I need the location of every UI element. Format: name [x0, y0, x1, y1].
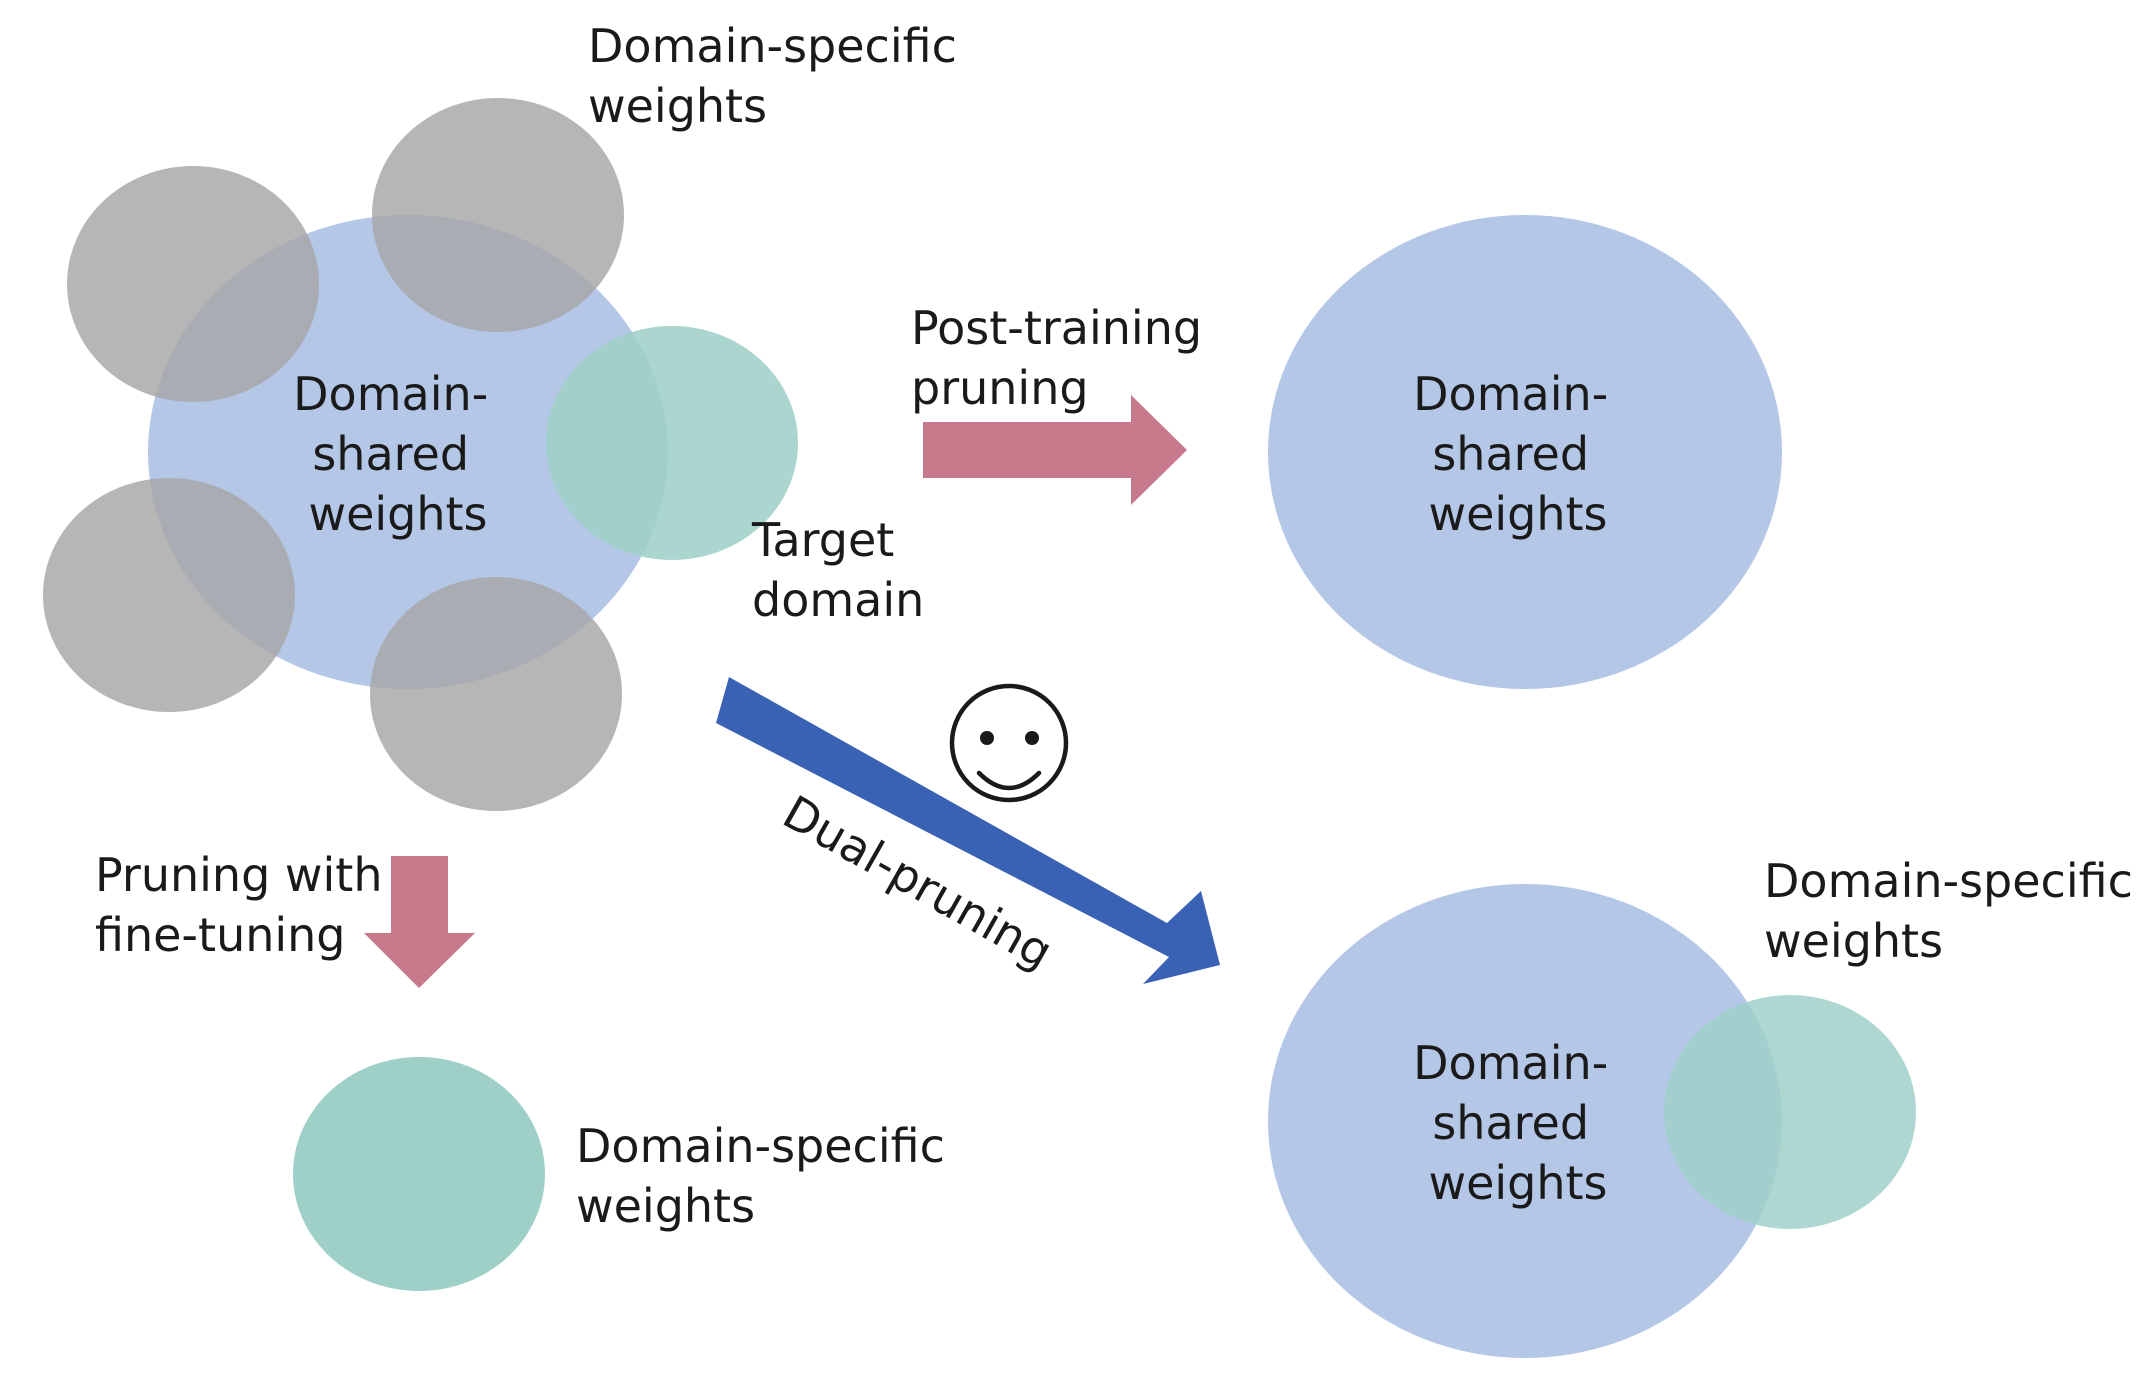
fine-tuning-specific-label: Domain-specific weights — [576, 1119, 960, 1233]
post-training-shared-label: Domain- shared weights — [1413, 367, 1623, 541]
target-domain-circle — [546, 326, 798, 560]
post-training-arrow — [923, 395, 1187, 505]
other-domain-circle-2 — [372, 98, 624, 332]
post-training-arrow-label: Post-training pruning — [911, 301, 1217, 415]
dual-specific-weights-circle — [1664, 995, 1916, 1229]
target-domain-label: Target domain — [751, 513, 924, 627]
dual-pruning-arrow — [716, 677, 1220, 984]
source-shared-label: Domain- shared weights — [293, 367, 503, 541]
post-training-branch: Post-training pruning Domain- shared wei… — [911, 215, 1782, 689]
fine-tuning-arrow — [364, 856, 475, 988]
smiley-face-icon — [949, 683, 1069, 803]
other-domain-circle-1 — [67, 166, 319, 402]
fine-tuning-arrow-label: Pruning with fine-tuning — [95, 848, 397, 962]
dual-shared-weights-circle — [1268, 884, 1782, 1358]
fine-tuning-branch: Pruning with fine-tuning Domain-specific… — [95, 848, 960, 1291]
dual-specific-label: Domain-specific weights — [1764, 854, 2144, 968]
other-domain-circle-4 — [370, 577, 622, 811]
source-specific-label: Domain-specific weights — [588, 19, 972, 133]
dual-pruning-branch: Dual-pruning Domain- shared weights Doma… — [716, 677, 2144, 1358]
post-training-shared-weights-circle — [1268, 215, 1782, 689]
fine-tuning-specific-weights-circle — [293, 1057, 545, 1291]
dual-shared-label: Domain- shared weights — [1413, 1036, 1623, 1210]
source-cluster: Domain- shared weights Domain-specific w… — [43, 19, 972, 811]
other-domain-circle-3 — [43, 478, 295, 712]
